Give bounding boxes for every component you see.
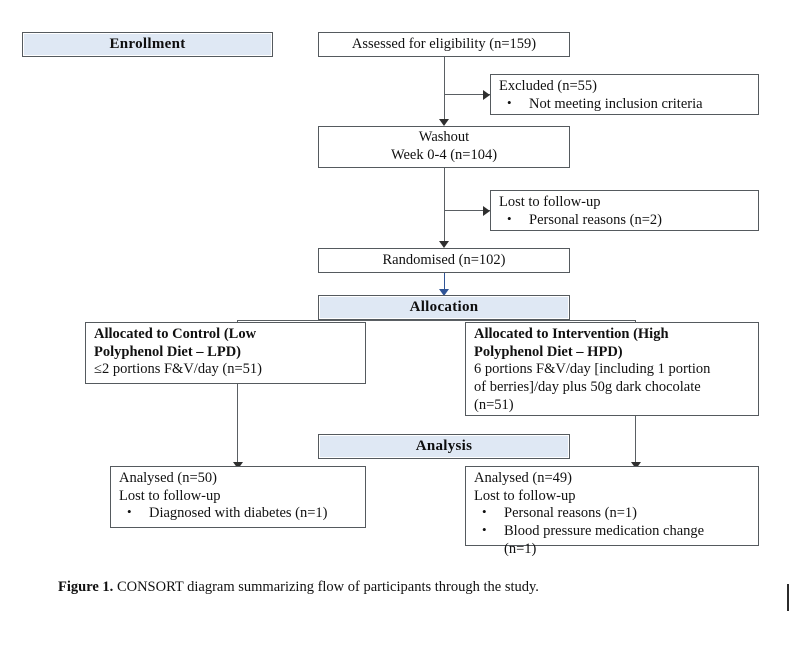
connector-to-excluded bbox=[444, 94, 490, 96]
bullet-glyph: • bbox=[127, 504, 132, 520]
node-excluded-title: Excluded (n=55) bbox=[499, 78, 597, 94]
node-assessed-for-eligibility: Assessed for eligibility (n=159) bbox=[318, 32, 570, 57]
arrowhead-lost-followup bbox=[483, 206, 490, 216]
figure-caption: Figure 1. CONSORT diagram summarizing fl… bbox=[58, 578, 758, 597]
node-allocated-intervention: Allocated to Intervention (High Polyphen… bbox=[465, 322, 759, 416]
node-lost-list: • Personal reasons (n=2) bbox=[499, 210, 752, 230]
node-analysed-right-list: • Personal reasons (n=1) • Blood pressur… bbox=[474, 504, 752, 559]
node-analysed-left-sub: Lost to follow-up bbox=[119, 487, 221, 504]
list-item-label: Blood pressure medication change bbox=[504, 523, 705, 540]
stage-banner-allocation: Allocation bbox=[318, 295, 570, 320]
connector-intervention-to-analysis bbox=[635, 416, 637, 464]
list-item: • Diagnosed with diabetes (n=1) bbox=[119, 504, 359, 523]
node-control-heading-line1: Allocated to Control (Low bbox=[94, 326, 257, 342]
list-item: • Personal reasons (n=1) bbox=[474, 504, 752, 523]
node-lost-title: Lost to follow-up bbox=[499, 194, 601, 210]
stage-banner-analysis-label: Analysis bbox=[320, 436, 568, 457]
stage-banner-enrollment: Enrollment bbox=[22, 32, 273, 57]
list-item: • Not meeting inclusion criteria bbox=[499, 94, 752, 114]
node-excluded-list: • Not meeting inclusion criteria bbox=[499, 94, 752, 114]
bullet-glyph: • bbox=[507, 94, 512, 110]
stage-banner-analysis: Analysis bbox=[318, 434, 570, 459]
node-control-heading-line2: Polyphenol Diet – LPD) bbox=[94, 343, 242, 360]
arrowhead-analysed-left bbox=[232, 462, 243, 469]
node-control-body: ≤2 portions F&V/day (n=51) bbox=[94, 361, 262, 378]
node-washout-line1: Washout bbox=[418, 129, 470, 146]
node-intervention-body-line2: of berries]/day plus 50g dark chocolate bbox=[474, 379, 701, 396]
node-excluded: Excluded (n=55) • Not meeting inclusion … bbox=[490, 74, 759, 115]
node-assessed-label: Assessed for eligibility (n=159) bbox=[351, 35, 537, 52]
connector-to-lost-followup bbox=[444, 210, 490, 212]
node-analysed-right-title: Analysed (n=49) bbox=[474, 470, 572, 486]
node-allocated-control: Allocated to Control (Low Polyphenol Die… bbox=[85, 322, 366, 384]
list-item-continuation: (n=1) bbox=[474, 541, 752, 559]
list-item: • Personal reasons (n=2) bbox=[499, 210, 752, 230]
list-item-label: (n=1) bbox=[504, 540, 537, 557]
bullet-glyph: • bbox=[482, 522, 487, 538]
node-intervention-heading-line2: Polyphenol Diet – HPD) bbox=[474, 343, 623, 360]
node-intervention-heading-line1: Allocated to Intervention (High bbox=[474, 326, 669, 342]
node-washout: Washout Week 0-4 (n=104) bbox=[318, 126, 570, 168]
connector-washout-to-randomised bbox=[443, 168, 445, 243]
connector-assessed-to-washout bbox=[443, 57, 445, 121]
connector-randomised-to-allocation bbox=[443, 273, 445, 291]
connector-allocation-split bbox=[237, 320, 636, 322]
list-item-label: Personal reasons (n=2) bbox=[529, 211, 663, 228]
arrowhead-analysed-right bbox=[630, 462, 641, 469]
node-analysed-left-title: Analysed (n=50) bbox=[119, 470, 217, 486]
list-item: • Blood pressure medication change bbox=[474, 522, 752, 541]
arrowhead-allocation bbox=[439, 289, 449, 296]
list-item-label: Diagnosed with diabetes (n=1) bbox=[149, 505, 328, 522]
arrowhead-randomised bbox=[439, 241, 449, 248]
node-analysed-left-list: • Diagnosed with diabetes (n=1) bbox=[119, 504, 359, 523]
page-margin-mark bbox=[787, 584, 789, 611]
stage-banner-allocation-label: Allocation bbox=[320, 297, 568, 318]
figure-caption-label: Figure 1. bbox=[58, 579, 114, 595]
node-washout-line2: Week 0-4 (n=104) bbox=[390, 147, 498, 163]
node-analysed-right-sub: Lost to follow-up bbox=[474, 487, 576, 504]
list-item-label: Personal reasons (n=1) bbox=[504, 505, 638, 522]
node-intervention-body-line1: 6 portions F&V/day [including 1 portion bbox=[474, 361, 711, 378]
list-item-label: Not meeting inclusion criteria bbox=[529, 95, 703, 112]
arrowhead-excluded bbox=[483, 90, 490, 100]
bullet-glyph: • bbox=[482, 504, 487, 520]
node-intervention-body-line3: (n=51) bbox=[474, 396, 514, 413]
node-analysed-intervention: Analysed (n=49) Lost to follow-up • Pers… bbox=[465, 466, 759, 557]
node-analysed-control: Analysed (n=50) Lost to follow-up • Diag… bbox=[110, 466, 366, 528]
connector-control-to-analysis bbox=[237, 384, 239, 464]
node-randomised: Randomised (n=102) bbox=[318, 248, 570, 273]
node-lost-to-followup: Lost to follow-up • Personal reasons (n=… bbox=[490, 190, 759, 231]
stage-banner-enrollment-label: Enrollment bbox=[24, 34, 271, 55]
bullet-glyph: • bbox=[507, 210, 512, 226]
node-randomised-label: Randomised (n=102) bbox=[382, 251, 506, 268]
figure-caption-text: CONSORT diagram summarizing flow of part… bbox=[116, 579, 539, 595]
arrowhead-washout bbox=[439, 119, 449, 126]
